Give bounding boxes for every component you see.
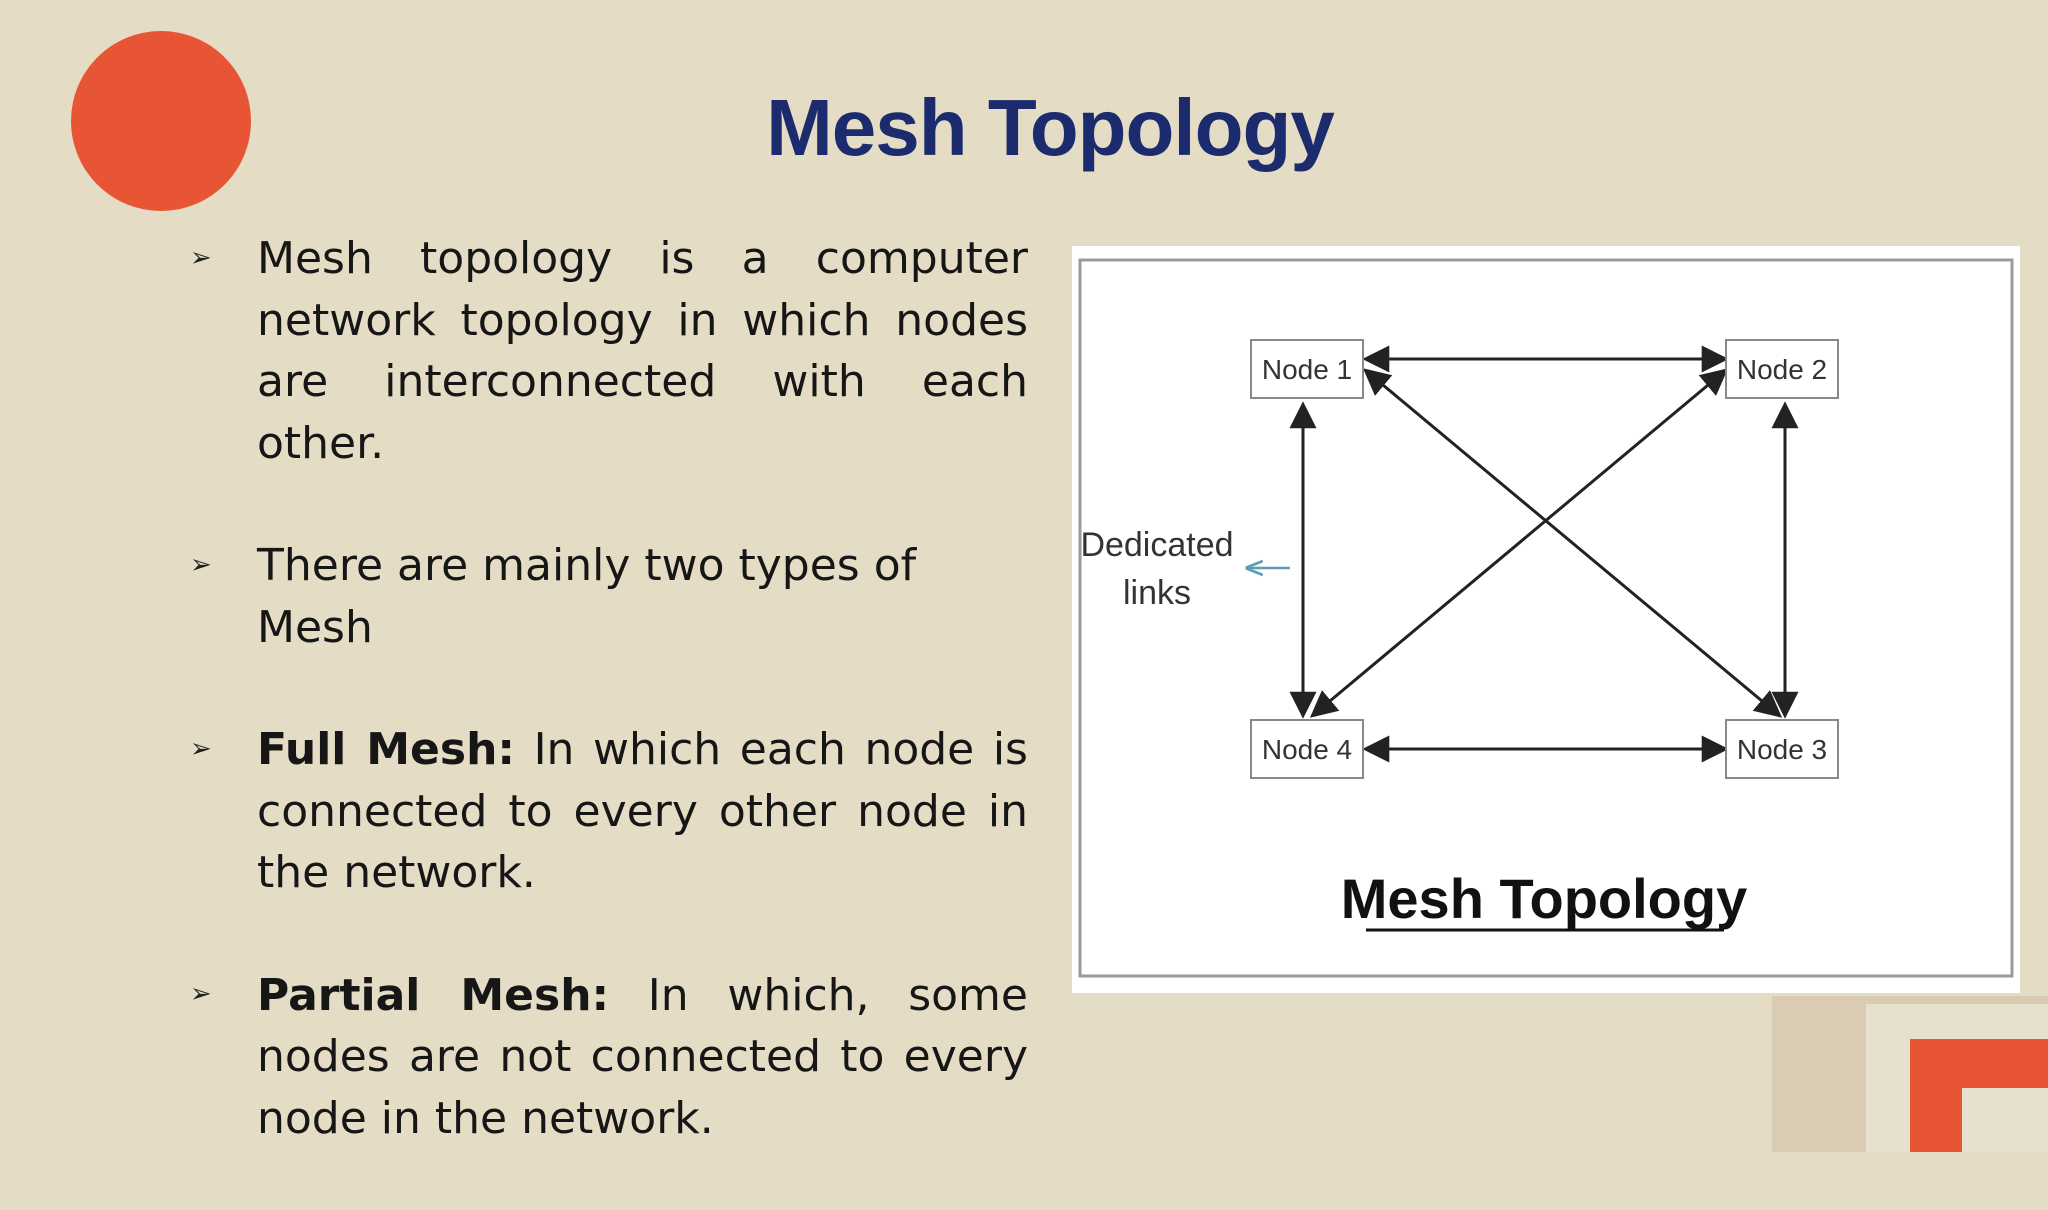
svg-text:Node 1: Node 1: [1262, 354, 1352, 385]
arrow-bullet-icon: ➢: [190, 979, 212, 1010]
mesh-diagram: Node 1 Node 2 Node 3 Node 4 Dedicated li…: [1078, 258, 2014, 978]
bullet-text: There are mainly two types of Mesh: [257, 540, 917, 653]
bullet-term: Partial Mesh:: [257, 969, 610, 1021]
figure-frame: [1078, 258, 2014, 978]
arrow-bullet-icon: ➢: [190, 549, 212, 580]
bullet-item: ➢ Full Mesh: In which each node is conne…: [190, 719, 1028, 904]
bullet-item: ➢ There are mainly two types of Mesh: [190, 535, 1028, 658]
slide-title: Mesh Topology: [766, 83, 1335, 172]
mesh-topology-figure: Node 1 Node 2 Node 3 Node 4 Dedicated li…: [1072, 246, 2020, 993]
node-1: Node 1: [1250, 339, 1364, 399]
node-4: Node 4: [1250, 719, 1364, 779]
bullet-text: In which, some nodes are not connected t…: [257, 969, 1028, 1144]
bullet-text: Mesh topology is a computer network topo…: [257, 233, 1028, 469]
figure-caption: Mesh Topology: [1341, 867, 1748, 930]
node-3: Node 3: [1725, 719, 1839, 779]
bullet-text: In which each node is connected to every…: [257, 724, 1028, 898]
svg-text:Node 2: Node 2: [1737, 354, 1827, 385]
decorative-corner-inner: [1962, 1088, 2048, 1152]
dedicated-links-label: Dedicated: [1080, 526, 1233, 564]
svg-text:Node 3: Node 3: [1737, 734, 1827, 765]
dedicated-links-label-2: links: [1123, 574, 1191, 612]
bullet-item: ➢ Partial Mesh: In which, some nodes are…: [190, 965, 1028, 1150]
arrow-bullet-icon: ➢: [190, 733, 212, 764]
svg-text:Node 4: Node 4: [1262, 734, 1352, 765]
decorative-circle: [71, 31, 251, 211]
link-node2-node4: [1309, 368, 1729, 718]
bullet-list: ➢ Mesh topology is a computer network to…: [190, 228, 1028, 1210]
bullet-item: ➢ Mesh topology is a computer network to…: [190, 228, 1028, 474]
arrow-bullet-icon: ➢: [190, 242, 212, 273]
link-node1-node3: [1362, 368, 1783, 718]
node-2: Node 2: [1725, 339, 1839, 399]
bullet-term: Full Mesh:: [257, 724, 515, 775]
